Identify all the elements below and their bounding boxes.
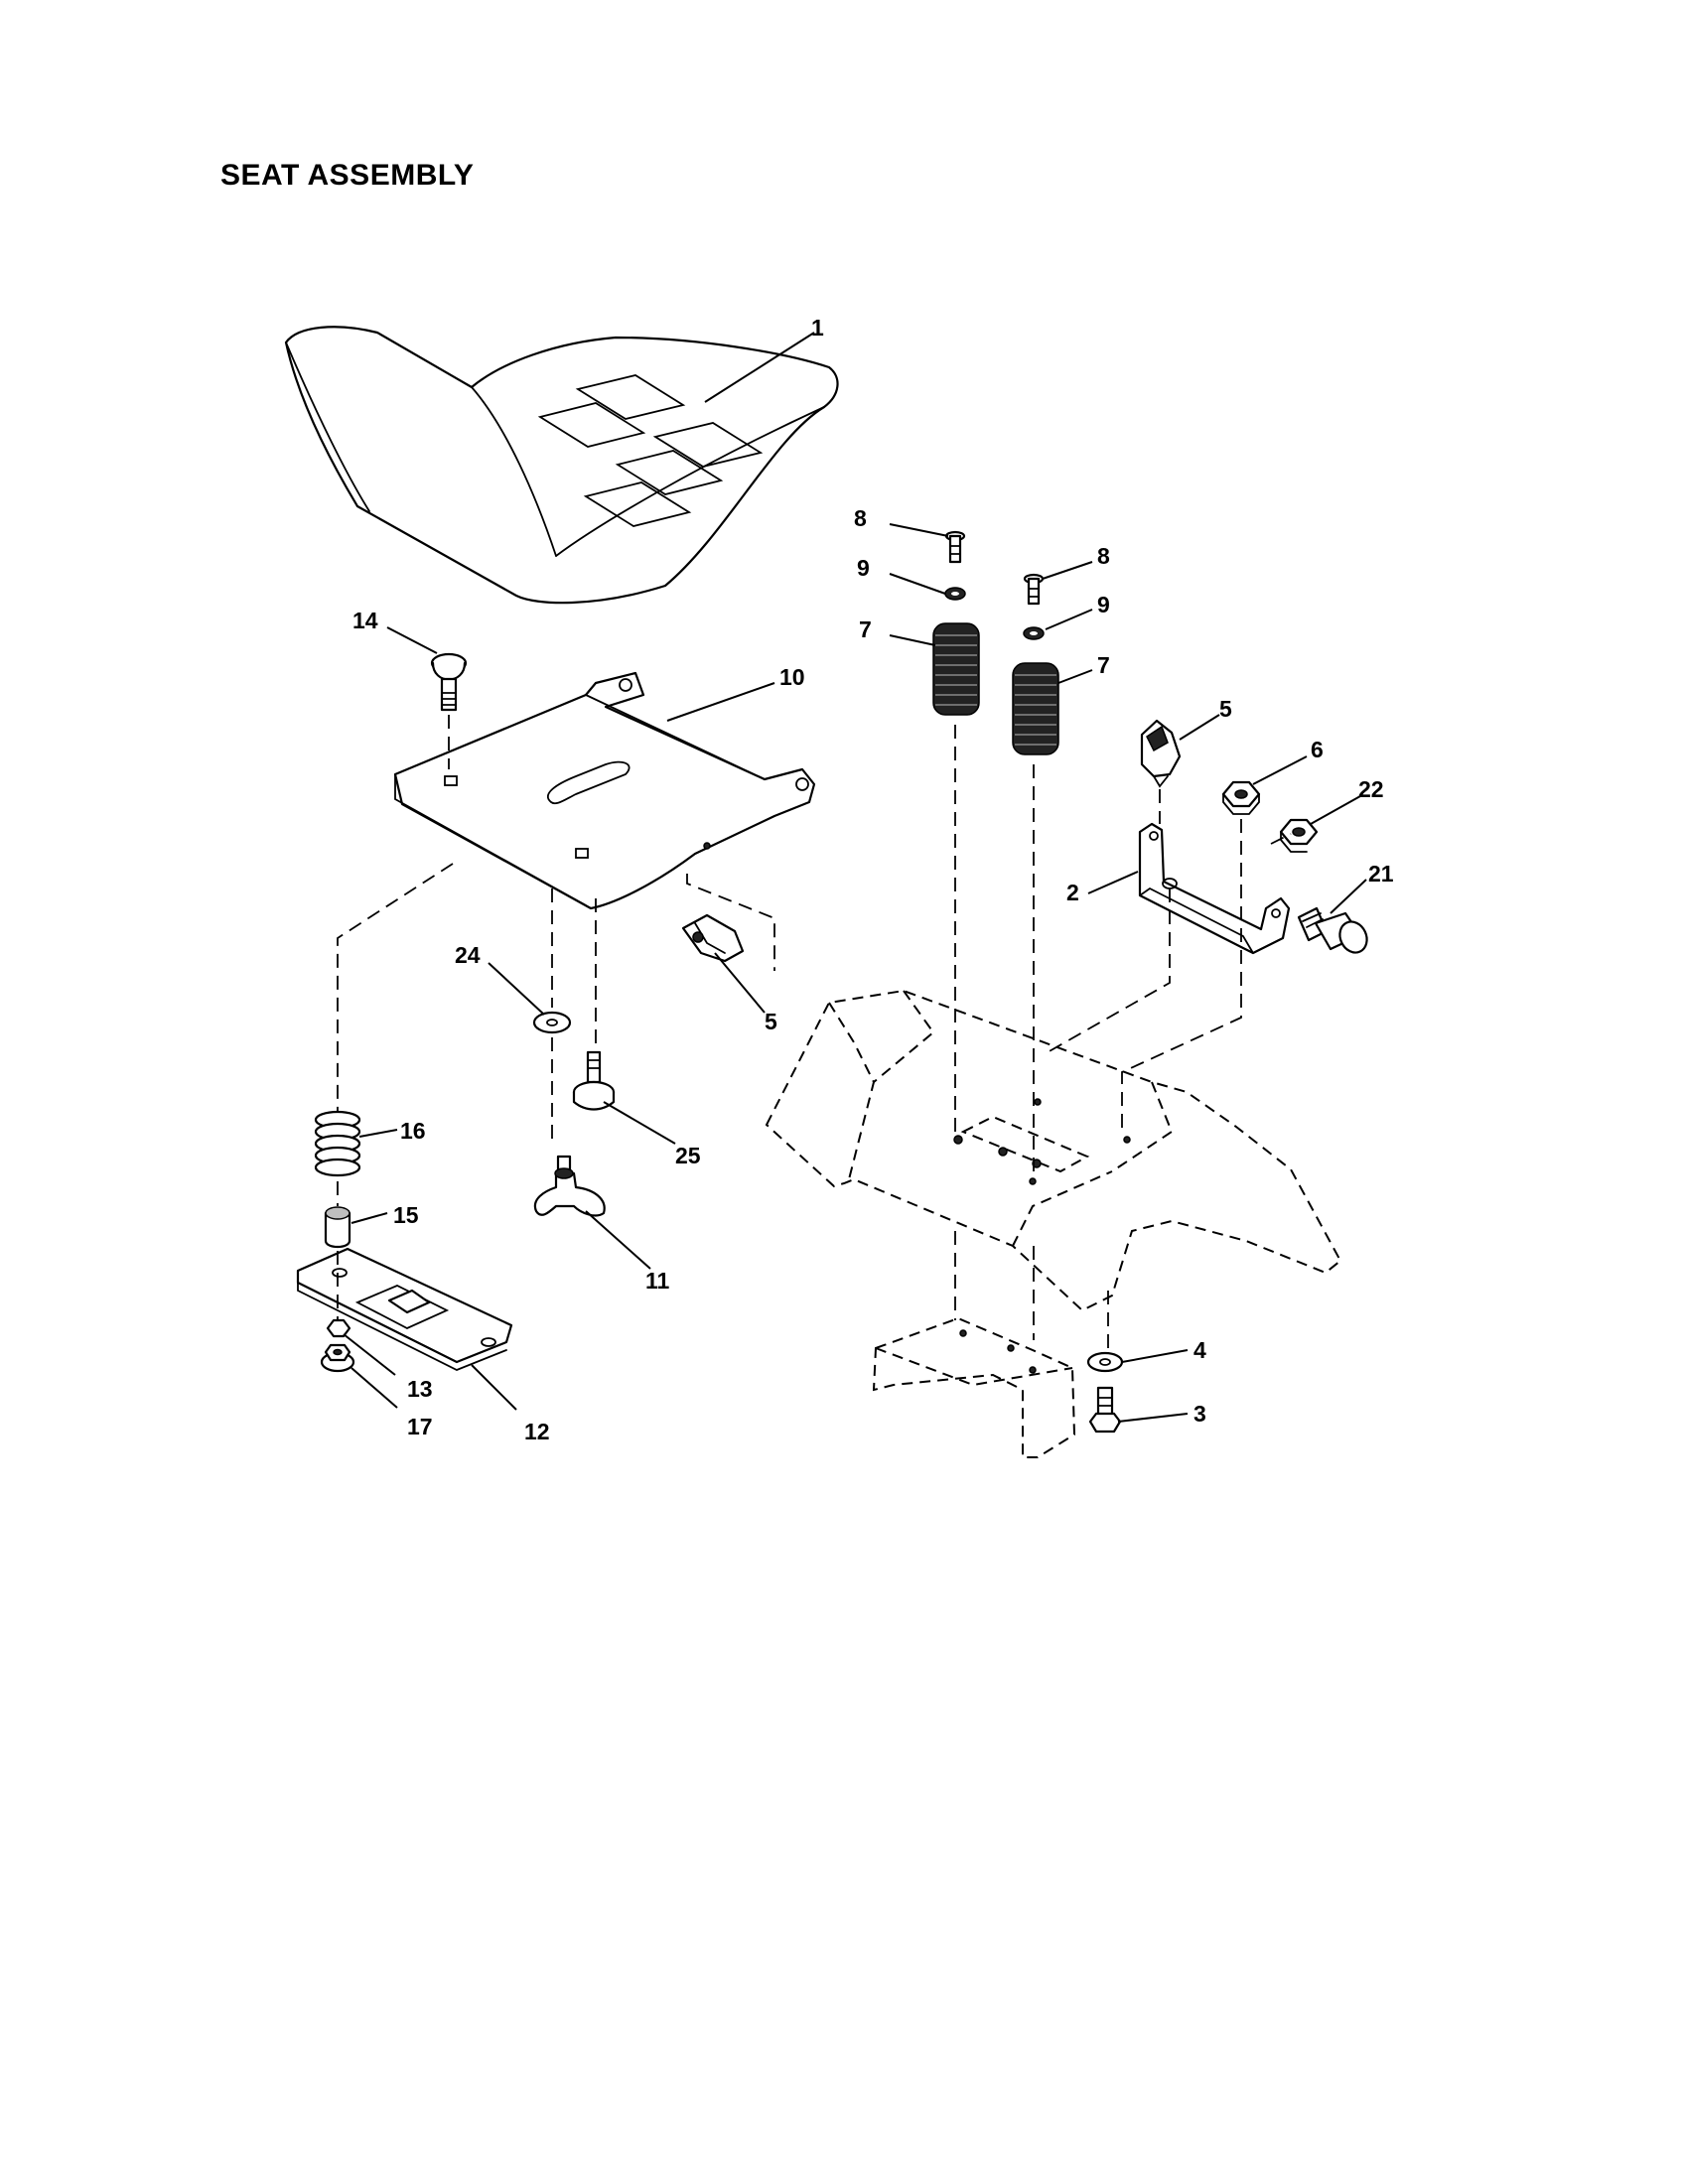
page-title: SEAT ASSEMBLY	[220, 159, 475, 192]
leader-lines	[343, 332, 1367, 1423]
callout-5-lower: 5	[765, 1009, 777, 1034]
callout-21: 21	[1368, 861, 1394, 887]
spacer	[324, 1206, 351, 1249]
callout-8-left: 8	[854, 505, 867, 531]
carriage-bolt	[430, 652, 468, 712]
lock-washer-9-right	[1023, 626, 1045, 640]
compression-spring	[314, 1110, 361, 1177]
callout-17: 17	[407, 1414, 433, 1439]
callout-1: 1	[811, 315, 824, 341]
callout-5-upper: 5	[1219, 696, 1232, 722]
callout-11: 11	[645, 1268, 670, 1294]
lock-nut-22	[1279, 818, 1319, 853]
mounting-bracket	[1138, 822, 1291, 955]
slide-plate	[296, 1247, 513, 1371]
callout-14: 14	[352, 608, 378, 633]
callout-4: 4	[1193, 1337, 1206, 1363]
hex-nut-6	[1221, 780, 1261, 815]
wing-knob	[533, 1155, 606, 1217]
callout-15: 15	[393, 1202, 419, 1228]
fender-frame-phantom	[765, 989, 1342, 1312]
callout-12: 12	[524, 1419, 550, 1444]
shoulder-bolt	[572, 1050, 616, 1111]
hex-nut-13	[326, 1318, 351, 1338]
seat-pan	[393, 671, 816, 910]
callout-7-left: 7	[859, 616, 872, 642]
screw-8-right	[1023, 573, 1045, 606]
callout-labels: 1 8 9 7 8 9 7 10 14 5 6 22 2 21 5 24 25 …	[352, 315, 1394, 1444]
flat-washer-24	[532, 1011, 572, 1034]
callout-3: 3	[1193, 1401, 1206, 1427]
latch-clip-lower	[681, 913, 745, 963]
callout-24: 24	[455, 942, 481, 968]
bumper-spring-7-right	[1012, 662, 1059, 755]
callout-16: 16	[400, 1118, 426, 1144]
alignment-lines	[337, 715, 1292, 1352]
lock-washer-9-left	[944, 587, 966, 601]
bumper-spring-7-left	[932, 622, 980, 716]
callout-25: 25	[675, 1143, 701, 1168]
seat-pad-cutouts	[537, 374, 764, 527]
hex-bolt-3	[1088, 1386, 1122, 1433]
callout-9-left: 9	[857, 555, 870, 581]
flange-nut-17	[320, 1343, 355, 1373]
shoulder-bolt-21	[1297, 906, 1368, 954]
flat-washer-4	[1086, 1351, 1124, 1373]
callout-10: 10	[779, 664, 805, 690]
callout-7-right: 7	[1097, 652, 1110, 678]
lower-bracket-phantom	[872, 1316, 1076, 1458]
callout-9-right: 9	[1097, 592, 1110, 617]
latch-clip-upper	[1140, 719, 1182, 788]
callout-22: 22	[1358, 776, 1384, 802]
callout-13: 13	[407, 1376, 433, 1402]
seat	[284, 326, 839, 605]
screw-8-left	[944, 530, 966, 564]
callout-8-right: 8	[1097, 543, 1110, 569]
callout-6: 6	[1311, 737, 1324, 762]
callout-2: 2	[1066, 880, 1079, 905]
